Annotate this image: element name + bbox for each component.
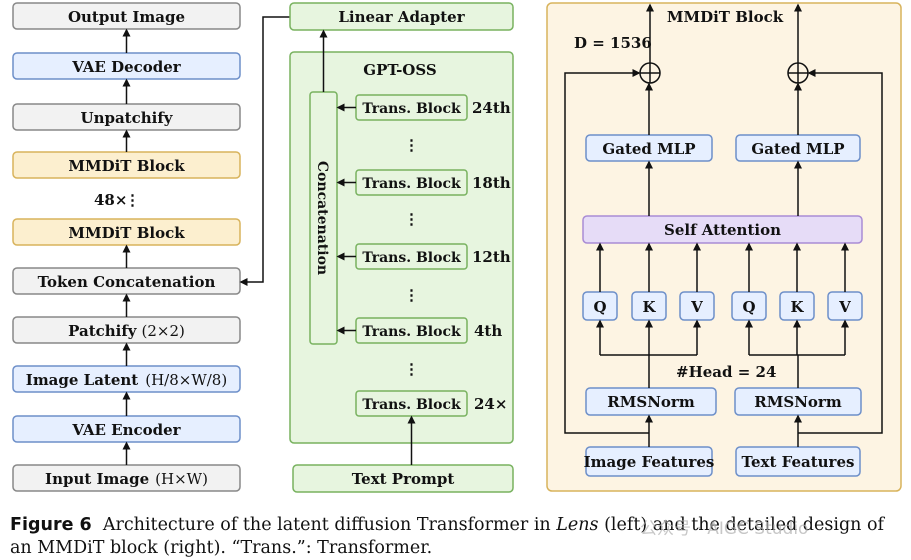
text-prompt-label: Text Prompt [352, 470, 455, 488]
watermark: 公众号 · AIGC Studio [640, 519, 809, 539]
input-image-label: Input Image(H×W) [45, 470, 208, 488]
repeat-label: 48× [94, 191, 127, 209]
ellipsis-1: ⋮ [404, 136, 419, 154]
mmdit-block-bottom-label: MMDiT Block [68, 224, 185, 242]
repeat-ellipsis: ⋮ [125, 191, 140, 209]
text-prompt-box [292, 464, 514, 493]
mmdit-panel-title: MMDiT Block [667, 8, 784, 26]
middle-column: Linear Adapter GPT-OSS Concatenation Tra… [289, 2, 514, 493]
self-attention-box [582, 215, 863, 244]
v-right-label: V [838, 298, 851, 316]
trans-block-12th-label: Trans. Block [362, 250, 461, 266]
text-features-label: Text Features [742, 453, 855, 471]
gpt-oss-title: GPT-OSS [363, 61, 436, 79]
trans-block-4th-tag: 4th [474, 322, 502, 340]
add-left-icon [639, 62, 661, 84]
self-attention-label: Self Attention [664, 221, 781, 239]
caption-text-2: (left) and the detailed design of an MMD… [10, 515, 884, 558]
linear-adapter-box [289, 2, 514, 31]
rmsnorm-left-label: RMSNorm [607, 393, 695, 411]
trans-block-18th-tag: 18th [472, 174, 511, 192]
trans-block-24th-tag: 24th [472, 99, 511, 117]
trans-block-12th-tag: 12th [472, 248, 511, 266]
k-left-label: K [642, 298, 656, 316]
architecture-diagram: Output Image VAE Decoder Unpatchify MMDi… [12, 2, 902, 493]
adapter-to-concat-arrow [239, 16, 290, 286]
mmdit-connectors [564, 3, 883, 447]
q-left-label: Q [593, 298, 606, 316]
gated-mlp-right-label: Gated MLP [751, 140, 844, 158]
v-left-label: V [690, 298, 703, 316]
unpatchify-label: Unpatchify [80, 109, 173, 127]
token-concat-label: Token Concatenation [38, 273, 216, 291]
trans-block-18th-label: Trans. Block [362, 176, 461, 192]
q-right-label: Q [742, 298, 755, 316]
dim-label: D = 1536 [574, 34, 652, 52]
output-image-label: Output Image [68, 8, 185, 26]
linear-adapter-label: Linear Adapter [338, 8, 465, 26]
gated-mlp-left-label: Gated MLP [602, 140, 695, 158]
mmdit-block-top-label: MMDiT Block [68, 157, 185, 175]
caption-model-name: Lens [556, 515, 599, 535]
image-features-label: Image Features [584, 453, 715, 471]
figure-caption: Figure 6 Architecture of the latent diff… [10, 514, 910, 560]
add-right-icon [787, 62, 809, 84]
trans-block-bottom-tag: 24× [474, 395, 507, 413]
mmdit-panel-background [546, 2, 902, 492]
patchify-label: Patchify(2×2) [68, 322, 185, 340]
trans-block-bottom-label: Trans. Block [362, 397, 461, 413]
trans-block-24th-label: Trans. Block [362, 101, 461, 117]
trans-block-4th-label: Trans. Block [362, 324, 461, 340]
vae-decoder-label: VAE Decoder [71, 58, 181, 76]
ellipsis-4: ⋮ [404, 360, 419, 378]
ellipsis-3: ⋮ [404, 286, 419, 304]
caption-text-1: Architecture of the latent diffusion Tra… [102, 515, 551, 535]
block-to-concat-arrows [336, 103, 356, 335]
mmdit-detail-panel: MMDiT Block D = 1536 Gated MLP Gated MLP… [546, 2, 902, 492]
concatenation-label: Concatenation [314, 161, 330, 275]
figure-label: Figure 6 [10, 515, 92, 535]
ellipsis-2: ⋮ [404, 210, 419, 228]
rmsnorm-right-label: RMSNorm [754, 393, 842, 411]
image-latent-label: Image Latent(H/8×W/8) [26, 371, 227, 389]
left-column: Output Image VAE Decoder Unpatchify MMDi… [12, 2, 290, 492]
heads-label: #Head = 24 [676, 363, 776, 381]
vae-encoder-label: VAE Encoder [71, 421, 181, 439]
k-right-label: K [790, 298, 804, 316]
